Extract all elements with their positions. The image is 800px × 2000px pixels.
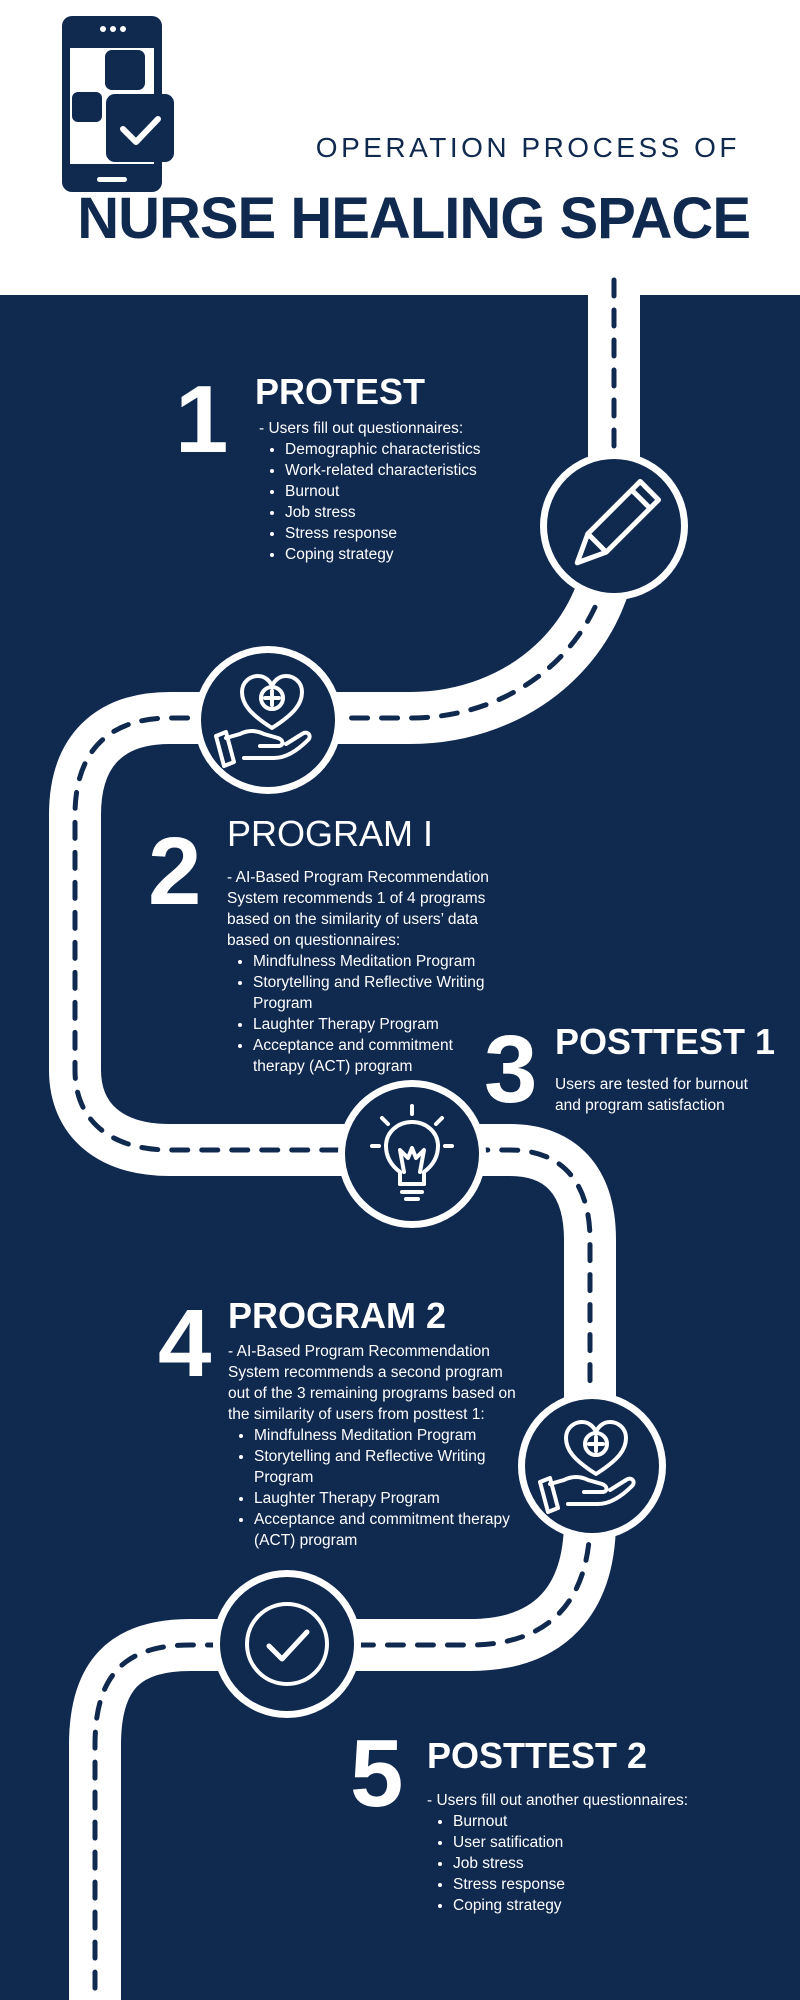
step-3-intro: Users are tested for burnout and program… (555, 1076, 748, 1114)
step-4-intro: - AI-Based Program Recommendation System… (228, 1343, 516, 1423)
pencil-icon (540, 452, 688, 600)
heart-hand-icon (518, 1392, 666, 1540)
step-1-number: 1 (175, 366, 229, 473)
step-4-list: Mindfulness Meditation Program Storytell… (228, 1425, 518, 1551)
step-5-list: Burnout User satification Job stress Str… (427, 1811, 727, 1916)
page-subtitle: OPERATION PROCESS OF (315, 132, 740, 163)
step-2-intro: - AI-Based Program Recommendation System… (227, 869, 489, 949)
step-1-intro: - Users fill out questionnaires: (259, 420, 464, 437)
list-item: Coping strategy (453, 1895, 727, 1916)
step-1-list: Demographic characteristics Work-related… (259, 439, 529, 565)
list-item: Work-related characteristics (285, 460, 529, 481)
step-5-intro: - Users fill out another questionnaires: (427, 1792, 689, 1809)
step-2-number: 2 (148, 818, 202, 925)
step-2-title: PROGRAM I (227, 813, 434, 854)
list-item: Stress response (453, 1874, 727, 1895)
heart-hand-icon (194, 646, 342, 794)
step-2-list: Mindfulness Meditation Program Storytell… (227, 951, 497, 1077)
list-item: Mindfulness Meditation Program (254, 1425, 518, 1446)
list-item: Laughter Therapy Program (253, 1014, 497, 1035)
list-item: Job stress (453, 1853, 727, 1874)
step-4-text: - AI-Based Program Recommendation System… (228, 1341, 518, 1551)
step-1-text: - Users fill out questionnaires: Demogra… (259, 418, 529, 565)
step-3-title: POSTTEST 1 (555, 1021, 776, 1062)
list-item: Mindfulness Meditation Program (253, 951, 497, 972)
list-item: Acceptance and commitment therapy (ACT) … (253, 1035, 497, 1077)
step-2-text: - AI-Based Program Recommendation System… (227, 867, 497, 1077)
list-item: Stress response (285, 523, 529, 544)
step-4-title: PROGRAM 2 (228, 1295, 447, 1336)
list-item: Storytelling and Reflective Writing Prog… (254, 1446, 518, 1488)
step-3-number: 3 (484, 1016, 538, 1123)
step-5-number: 5 (350, 1720, 404, 1827)
list-item: Job stress (285, 502, 529, 523)
step-1-title: PROTEST (255, 371, 426, 412)
step-4-number: 4 (158, 1290, 212, 1397)
list-item: Laughter Therapy Program (254, 1488, 518, 1509)
list-item: Storytelling and Reflective Writing Prog… (253, 972, 497, 1014)
step-5-text: - Users fill out another questionnaires:… (427, 1790, 727, 1916)
list-item: Demographic characteristics (285, 439, 529, 460)
list-item: Coping strategy (285, 544, 529, 565)
step-5-title: POSTTEST 2 (427, 1735, 648, 1776)
phone-checklist-icon (62, 16, 174, 192)
lightbulb-icon (338, 1080, 486, 1228)
page-title: NURSE HEALING SPACE (77, 186, 751, 251)
list-item: User satification (453, 1832, 727, 1853)
step-3-text: Users are tested for burnout and program… (555, 1074, 770, 1116)
list-item: Burnout (453, 1811, 727, 1832)
check-circle-icon (213, 1570, 361, 1718)
list-item: Acceptance and commitment therapy (ACT) … (254, 1509, 518, 1551)
list-item: Burnout (285, 481, 529, 502)
